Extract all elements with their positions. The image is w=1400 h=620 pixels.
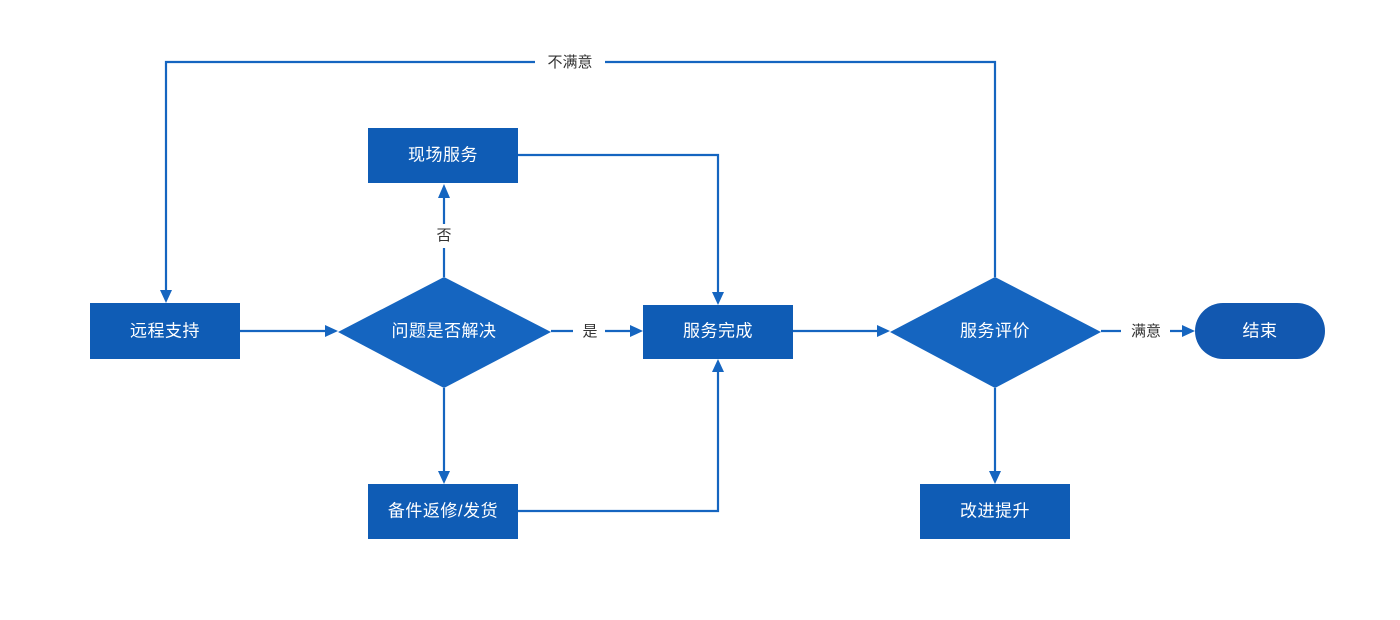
node-parts-repair[interactable]: 备件返修/发货 <box>368 484 518 539</box>
edge-no-arrowhead <box>438 184 450 198</box>
node-service-rating-shape[interactable] <box>890 277 1101 388</box>
edge-decision-yes-to-done: 是 <box>551 320 643 342</box>
edge-done-to-rating-arrowhead <box>877 325 890 337</box>
node-improvement[interactable]: 改进提升 <box>920 484 1070 539</box>
edge-unsatisfied-right-segment <box>605 60 997 277</box>
edge-yes-label-bg <box>573 320 605 342</box>
node-service-done[interactable]: 服务完成 <box>643 305 793 359</box>
edge-label-yes: 是 <box>582 323 597 340</box>
edge-onsite-to-done-arrowhead <box>712 292 724 305</box>
edge-unsatisfied-arrowhead <box>160 290 172 303</box>
edge-parts-to-done-line <box>518 367 720 513</box>
node-improvement-label: 改进提升 <box>960 501 1030 520</box>
edge-rating-to-improvement-arrowhead <box>989 471 1001 484</box>
edge-onsite-to-done-line <box>518 153 720 297</box>
node-parts-repair-label: 备件返修/发货 <box>388 501 498 520</box>
node-onsite-service-shape[interactable] <box>368 128 518 183</box>
node-service-rating[interactable]: 服务评价 <box>890 277 1101 388</box>
node-end-label: 结束 <box>1243 321 1278 340</box>
edge-satisfied-arrowhead <box>1182 325 1195 337</box>
edge-label-satisfied: 满意 <box>1131 322 1161 340</box>
node-parts-repair-shape[interactable] <box>368 484 518 539</box>
edge-parts-to-done <box>518 359 724 513</box>
node-service-rating-label: 服务评价 <box>960 321 1030 340</box>
edge-decision-to-parts <box>438 388 450 484</box>
edge-unsatisfied-label-bg <box>535 50 605 74</box>
edge-decision-to-parts-arrowhead <box>438 471 450 484</box>
node-onsite-service-label: 现场服务 <box>408 145 478 164</box>
node-onsite-service[interactable]: 现场服务 <box>368 128 518 183</box>
node-end-shape[interactable] <box>1195 303 1325 359</box>
edge-decision-no-to-onsite: 否 <box>428 184 460 277</box>
node-remote-support-shape[interactable] <box>90 303 240 359</box>
node-end[interactable]: 结束 <box>1195 303 1325 359</box>
edge-label-no: 否 <box>436 227 451 244</box>
edge-rating-satisfied-to-end: 满意 <box>1101 320 1195 342</box>
edge-parts-to-done-arrowhead <box>712 359 724 372</box>
node-improvement-shape[interactable] <box>920 484 1070 539</box>
edge-done-to-rating <box>793 325 890 337</box>
edge-no-label-bg <box>428 224 460 248</box>
edge-unsatisfied-left-segment <box>164 60 535 295</box>
edge-remote-to-decision-arrowhead <box>325 325 338 337</box>
node-remote-support-label: 远程支持 <box>130 321 200 340</box>
node-issue-resolved-label: 问题是否解决 <box>392 321 497 340</box>
edge-yes-arrowhead <box>630 325 643 337</box>
node-service-done-label: 服务完成 <box>683 321 753 340</box>
node-remote-support[interactable]: 远程支持 <box>90 303 240 359</box>
edge-onsite-to-done <box>518 153 724 305</box>
node-issue-resolved-shape[interactable] <box>338 277 551 388</box>
edge-rating-to-improvement <box>989 388 1001 484</box>
edge-satisfied-label-bg <box>1121 320 1170 342</box>
node-service-done-shape[interactable] <box>643 305 793 359</box>
edge-unsatisfied-feedback: 不满意 <box>160 50 997 303</box>
edge-label-unsatisfied: 不满意 <box>547 53 592 71</box>
node-issue-resolved[interactable]: 问题是否解决 <box>338 277 551 388</box>
edge-remote-to-decision <box>240 325 338 337</box>
